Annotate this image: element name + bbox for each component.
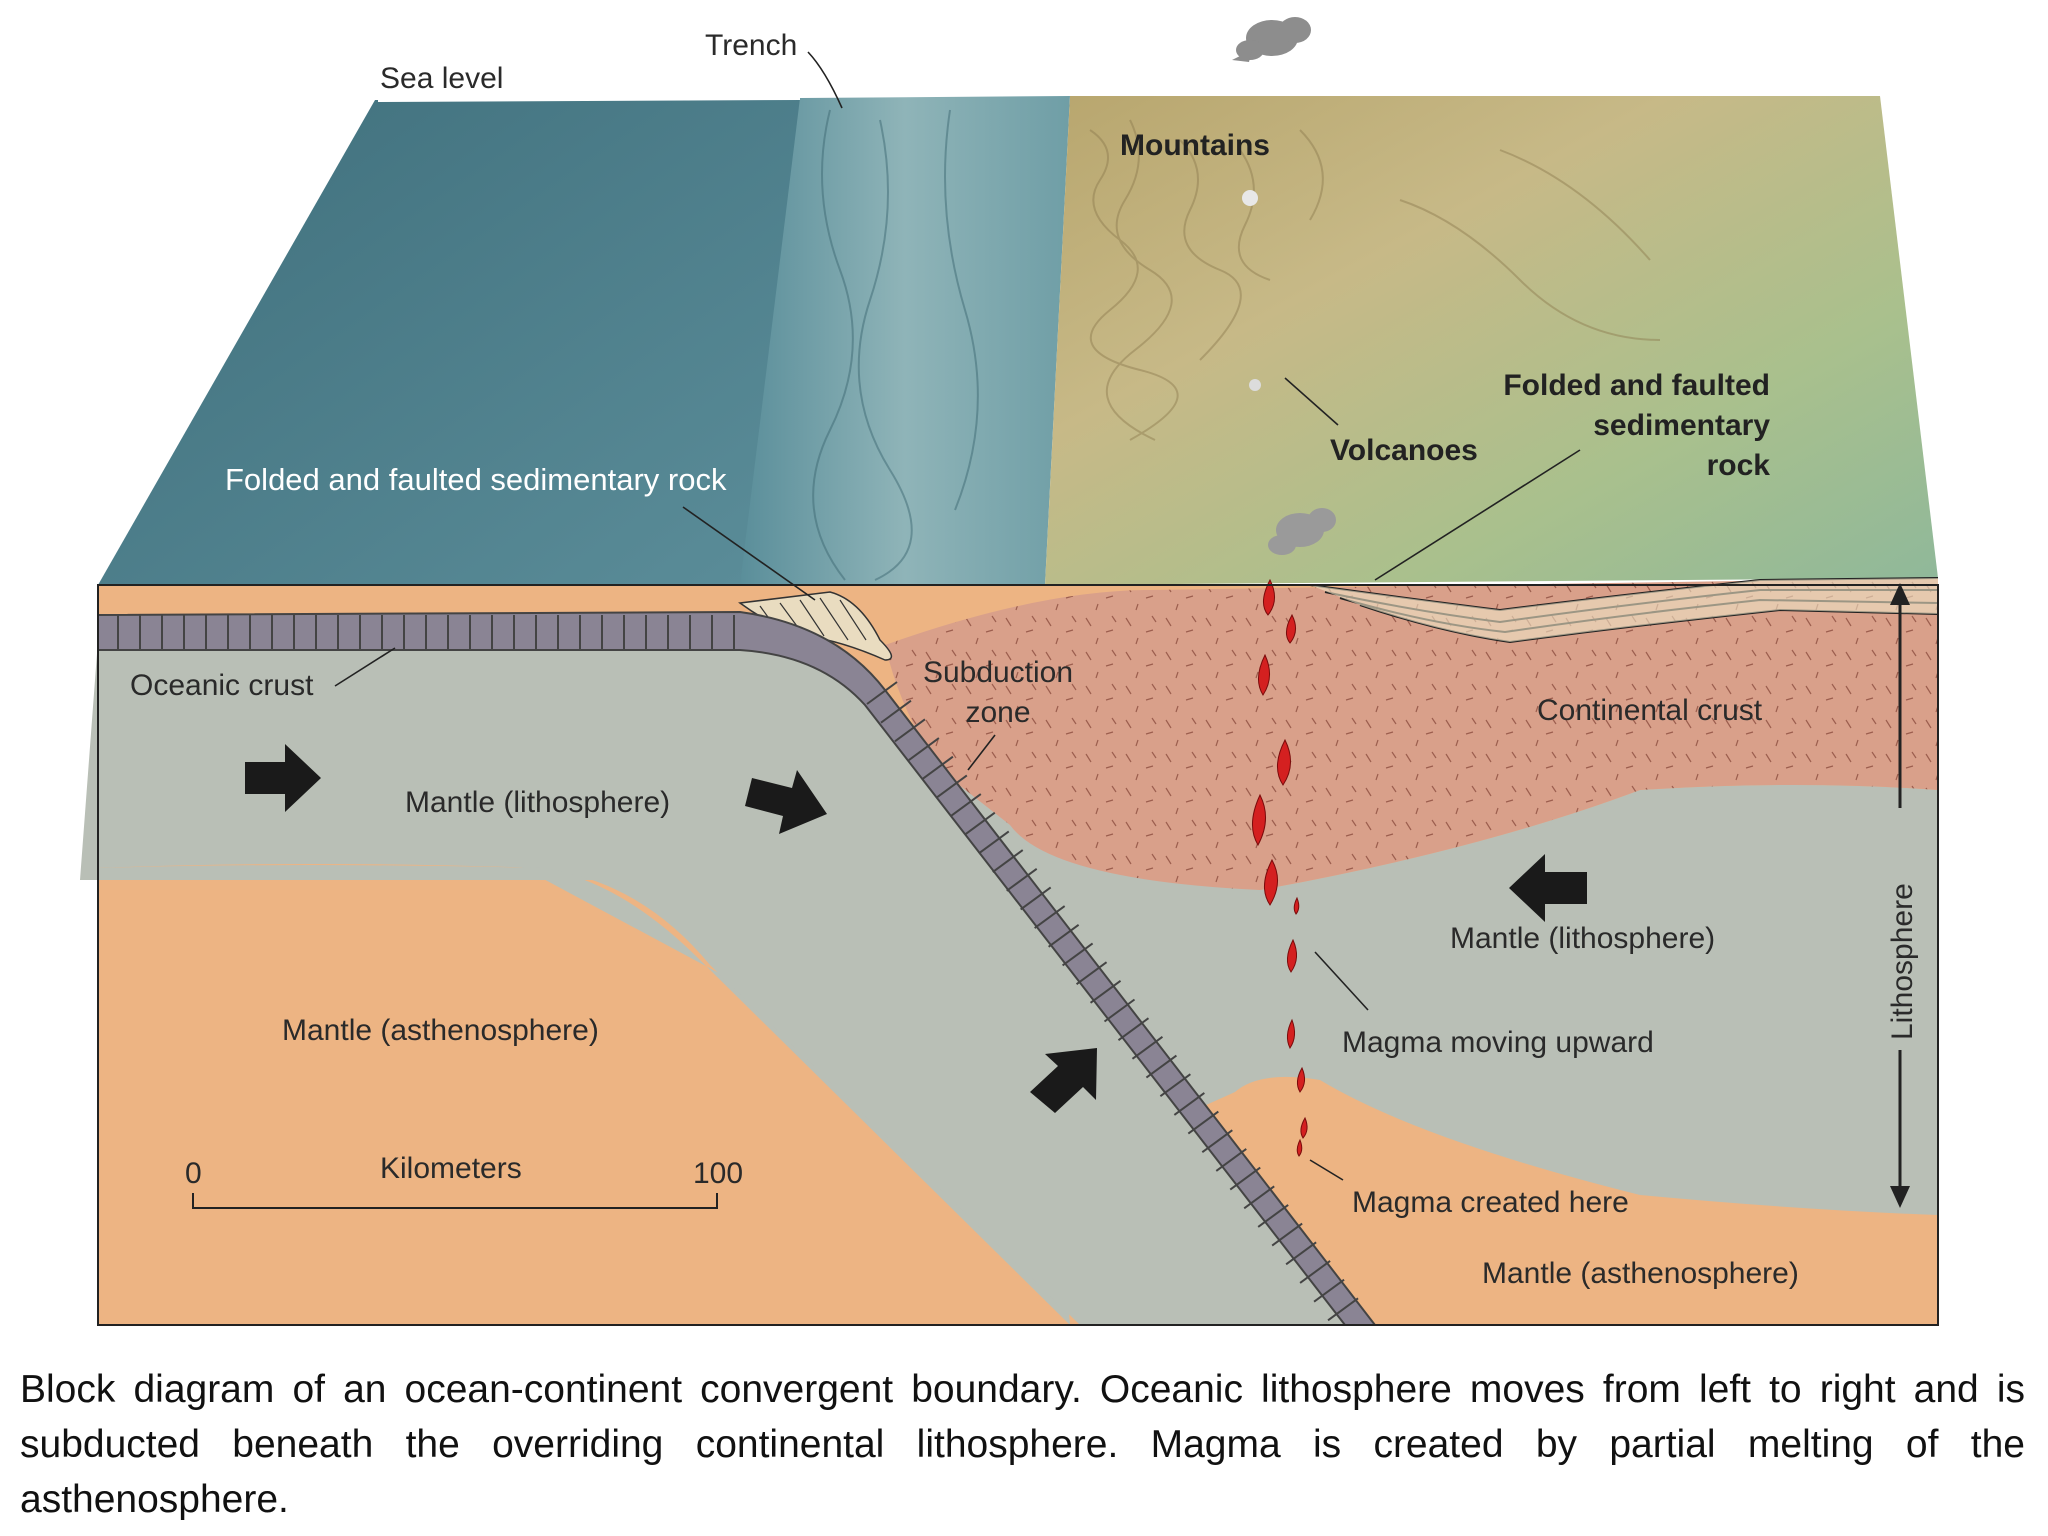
folded-right-label-1: Folded and faulted xyxy=(1503,369,1770,402)
arrow-left-icon xyxy=(1509,854,1587,922)
volcano-peak xyxy=(1249,379,1261,391)
mantle-lithosphere-slab xyxy=(98,640,1375,1325)
mantle-asthenosphere-left-label: Mantle (asthenosphere) xyxy=(282,1014,599,1047)
continental-crust-layer xyxy=(885,578,1938,890)
magma-moving-label: Magma moving upward xyxy=(1342,1026,1654,1059)
volcanoes-label: Volcanoes xyxy=(1330,434,1478,467)
arrow-right-icon xyxy=(245,744,321,812)
mantle-lithosphere-right xyxy=(900,720,1938,1215)
mantle-lithosphere-right-label: Mantle (lithosphere) xyxy=(1450,922,1715,955)
scale-min-label: 0 xyxy=(185,1157,202,1190)
continent-surface xyxy=(1045,96,1938,585)
arrow-right-down-icon xyxy=(745,770,827,834)
top-surface xyxy=(98,17,1938,585)
lithosphere-label: Lithosphere xyxy=(1886,883,1919,1040)
trench-surface xyxy=(740,96,1070,585)
subduction-zone-label-2: zone xyxy=(965,696,1030,729)
cross-section xyxy=(80,577,1939,1326)
leader-lines xyxy=(334,51,1581,1181)
sea-level-line xyxy=(377,96,801,102)
lithosphere-bracket xyxy=(1890,583,1910,1208)
figure-caption: Block diagram of an ocean-continent conv… xyxy=(20,1368,2025,1521)
ash-plume-top xyxy=(1232,17,1311,62)
motion-arrows xyxy=(245,744,1587,1113)
folded-left-label: Folded and faulted sedimentary rock xyxy=(225,462,727,497)
subduction-block-diagram: Lithosphere Trench Sea level Mountains V… xyxy=(80,17,1939,1326)
scale-max-label: 100 xyxy=(693,1157,743,1190)
mantle-lithosphere-left-label: Mantle (lithosphere) xyxy=(405,786,670,819)
trench-label: Trench xyxy=(705,29,797,62)
ash-plume-volcano xyxy=(1268,508,1336,555)
folded-right-label-2: sedimentary xyxy=(1593,409,1770,442)
scale-bar: 0 Kilometers 100 xyxy=(185,1152,743,1209)
sea-level-label: Sea level xyxy=(380,62,503,95)
scale-title: Kilometers xyxy=(380,1152,522,1185)
magma-droplets xyxy=(1252,578,1308,1157)
oceanic-crust-label: Oceanic crust xyxy=(130,669,314,702)
arrow-down-right-icon xyxy=(1030,1048,1097,1113)
mountains-label: Mountains xyxy=(1120,129,1270,162)
subduction-zone-label-1: Subduction xyxy=(923,656,1073,689)
mantle-lithosphere-left xyxy=(80,640,1375,1325)
magma-created-label: Magma created here xyxy=(1352,1186,1629,1219)
ocean-floor-surface xyxy=(98,98,800,585)
continental-crust-label: Continental crust xyxy=(1537,694,1763,727)
mantle-asthenosphere-right-label: Mantle (asthenosphere) xyxy=(1482,1257,1799,1290)
volcano-peak xyxy=(1242,190,1258,206)
folded-right-label-3: rock xyxy=(1707,449,1771,482)
